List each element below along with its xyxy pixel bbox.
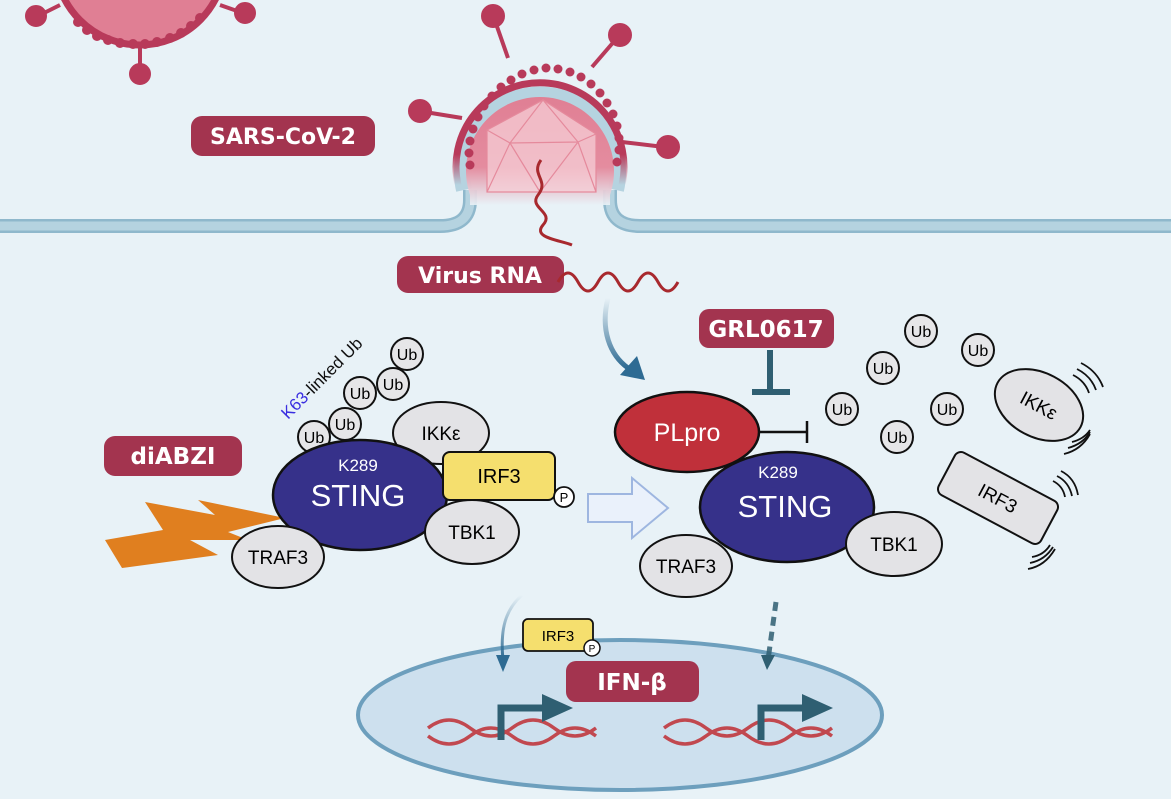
plpro-protein: PLpro [613, 390, 761, 474]
left-sting-complex: K63-linked Ub Ub Ub Ub Ub Ub IKKε K289 S… [231, 334, 575, 589]
diabzi-label: diABZI [104, 436, 242, 476]
svg-text:STING: STING [311, 478, 406, 513]
ub-bead: Ub [390, 337, 424, 371]
vibration-marks [1027, 470, 1079, 570]
virus-particle-entering [408, 4, 680, 247]
ub-free: Ub [904, 314, 938, 348]
svg-text:Ub: Ub [887, 430, 908, 447]
ifn-beta-label-text: IFN-β [597, 670, 667, 696]
k289-site-label: K289 [758, 463, 798, 482]
svg-text:TRAF3: TRAF3 [248, 548, 308, 569]
ub-bead: Ub [376, 367, 410, 401]
ub-free: Ub [930, 392, 964, 426]
svg-text:Ub: Ub [383, 377, 404, 394]
plpro-inhibition-line [759, 421, 809, 443]
membrane-protein-dots [464, 63, 624, 170]
irf3-protein-active: IRF3 P [442, 451, 575, 508]
tbk1-protein: TBK1 [845, 511, 943, 577]
svg-text:TBK1: TBK1 [448, 523, 496, 544]
k289-site-label: K289 [338, 456, 378, 475]
blocked-translocation-arrow [761, 601, 779, 670]
free-ubiquitins: Ub Ub Ub Ub Ub Ub Ub [825, 314, 995, 454]
svg-text:P: P [560, 490, 569, 505]
svg-text:TRAF3: TRAF3 [656, 557, 716, 578]
svg-text:Ub: Ub [968, 343, 989, 360]
grl0617-label: GRL0617 [699, 309, 834, 348]
dna-helix-active [426, 718, 598, 746]
dna-helix-inactive [662, 718, 834, 746]
capsid-icosahedron [486, 99, 597, 193]
svg-text:Ub: Ub [335, 417, 356, 434]
diabzi-label-text: diABZI [131, 444, 216, 470]
nuclear-irf3: IRF3 P [522, 618, 601, 657]
svg-text:Ub: Ub [937, 402, 958, 419]
irf3-protein-dissociated: IRF3 [936, 451, 1060, 545]
svg-text:PLpro: PLpro [654, 419, 721, 447]
nucleus [356, 638, 884, 792]
virus-rna-label-text: Virus RNA [418, 264, 542, 289]
grl0617-label-text: GRL0617 [708, 317, 823, 343]
phosphate-icon: P [553, 486, 575, 508]
ub-free: Ub [866, 351, 900, 385]
sting-protein-deubiquitinated: K289 STING [698, 450, 876, 564]
ub-free: Ub [961, 333, 995, 367]
tbk1-protein: TBK1 [424, 499, 520, 565]
sars-cov-2-label-text: SARS-CoV-2 [210, 125, 356, 150]
rna-to-plpro-arrow [602, 297, 645, 380]
svg-text:STING: STING [738, 489, 833, 524]
svg-text:IRF3: IRF3 [542, 628, 575, 645]
ub-free: Ub [825, 392, 859, 426]
promoter-arrow-active [497, 694, 573, 740]
promoter-arrow-inactive [757, 694, 833, 740]
ub-bead: Ub [328, 407, 362, 441]
viral-rna-strand [534, 159, 573, 247]
right-sting-complex: K289 STING PLpro TRAF3 TBK1 Ub Ub Ub Ub … [613, 314, 1104, 598]
svg-text:TBK1: TBK1 [870, 535, 918, 556]
svg-text:IRF3: IRF3 [477, 466, 520, 488]
svg-text:Ub: Ub [350, 386, 371, 403]
virus-rna-label: Virus RNA [397, 256, 564, 293]
lightning-bolt-icon [105, 500, 285, 568]
vibration-marks [1063, 362, 1104, 455]
ub-bead: Ub [343, 376, 377, 410]
svg-text:Ub: Ub [873, 361, 894, 378]
svg-text:IKKε: IKKε [421, 424, 461, 445]
irf3-nuclear-translocation-arrow [496, 593, 524, 672]
svg-text:Ub: Ub [911, 324, 932, 341]
svg-text:Ub: Ub [304, 430, 325, 447]
transition-arrow [587, 475, 670, 541]
grl0617-inhibition-bar [752, 350, 790, 395]
virus-particle-partial [25, 0, 256, 85]
sting-protein: K289 STING [271, 438, 449, 552]
svg-text:Ub: Ub [397, 347, 418, 364]
ifn-beta-label: IFN-β [566, 661, 699, 702]
spike-proteins [408, 4, 680, 159]
svg-text:Ub: Ub [832, 402, 853, 419]
svg-text:P: P [589, 644, 596, 655]
ub-free: Ub [880, 420, 914, 454]
phosphate-icon: P [583, 639, 601, 657]
traf3-protein: TRAF3 [639, 534, 733, 598]
ikke-protein-dissociated: IKKε [993, 368, 1085, 442]
virus-rna-wave [556, 271, 680, 293]
traf3-protein: TRAF3 [231, 525, 325, 589]
sars-cov-2-label: SARS-CoV-2 [191, 116, 375, 156]
ikke-protein: IKKε [392, 401, 490, 465]
